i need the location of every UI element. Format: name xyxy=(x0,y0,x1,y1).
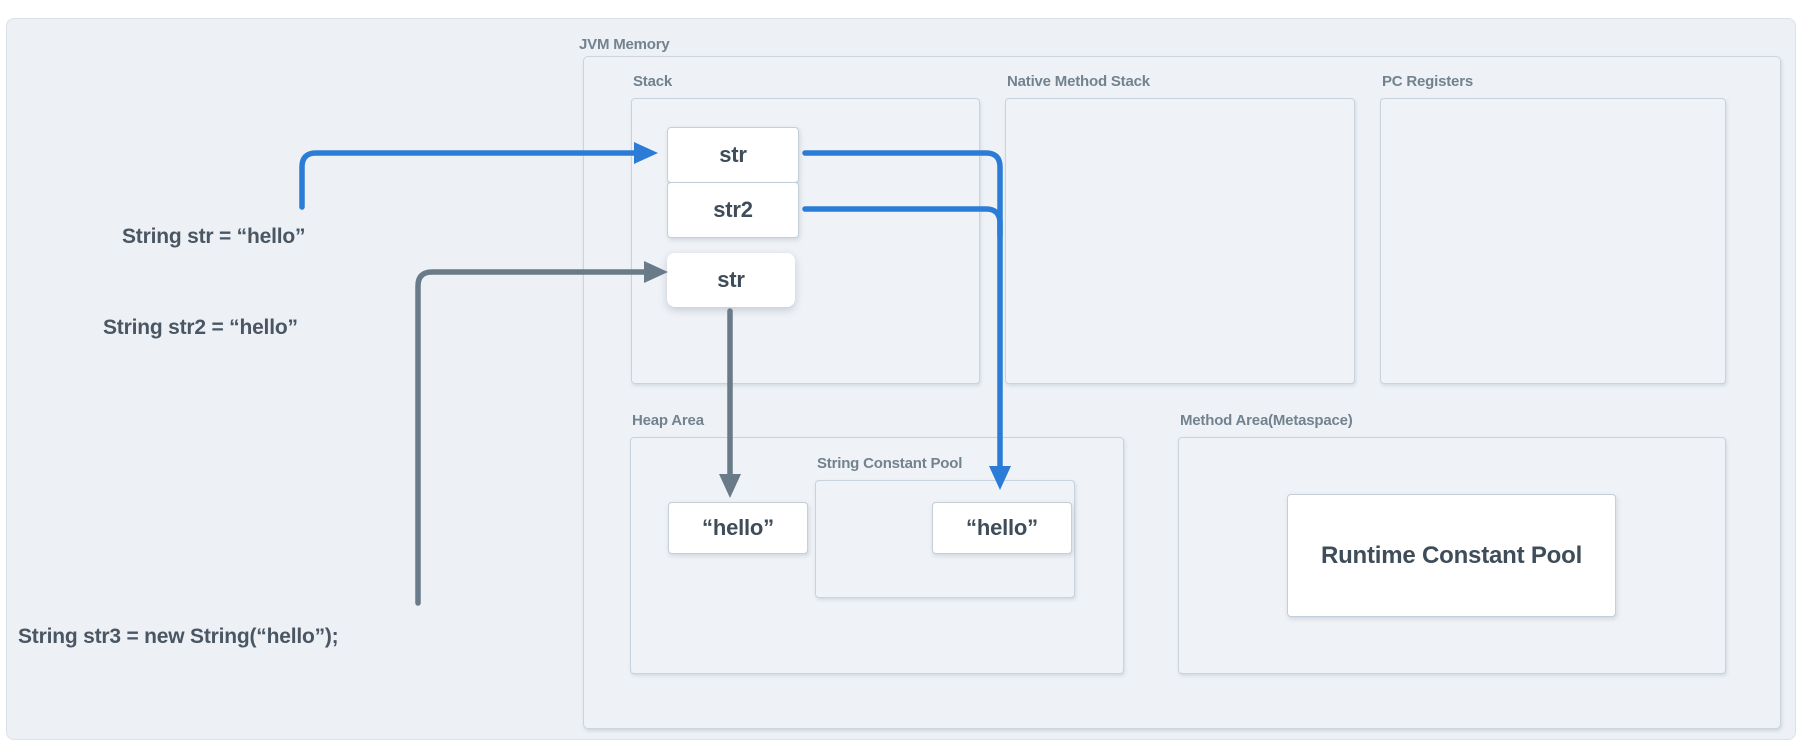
string-constant-pool-label: String Constant Pool xyxy=(817,455,963,472)
native-method-stack-box xyxy=(1005,98,1355,384)
code-line-str2: String str2 = “hello” xyxy=(103,316,298,339)
heap-hello-object: “hello” xyxy=(668,502,808,554)
stack-frame-str3-ref: str xyxy=(667,253,795,307)
stack-frame-str: str xyxy=(667,127,799,183)
stack-frame-str2: str2 xyxy=(667,182,799,238)
native-method-stack-label: Native Method Stack xyxy=(1007,73,1150,90)
runtime-constant-pool-box: Runtime Constant Pool xyxy=(1287,494,1616,617)
pc-registers-box xyxy=(1380,98,1726,384)
heap-area-label: Heap Area xyxy=(632,412,704,429)
code-line-str3: String str3 = new String(“hello”); xyxy=(18,625,339,648)
method-area-label: Method Area(Metaspace) xyxy=(1180,412,1353,429)
stack-label: Stack xyxy=(633,73,673,90)
pc-registers-label: PC Registers xyxy=(1382,73,1473,90)
scp-hello-literal: “hello” xyxy=(932,502,1072,554)
code-line-str: String str = “hello” xyxy=(122,225,306,248)
jvm-memory-label: JVM Memory xyxy=(579,36,670,53)
